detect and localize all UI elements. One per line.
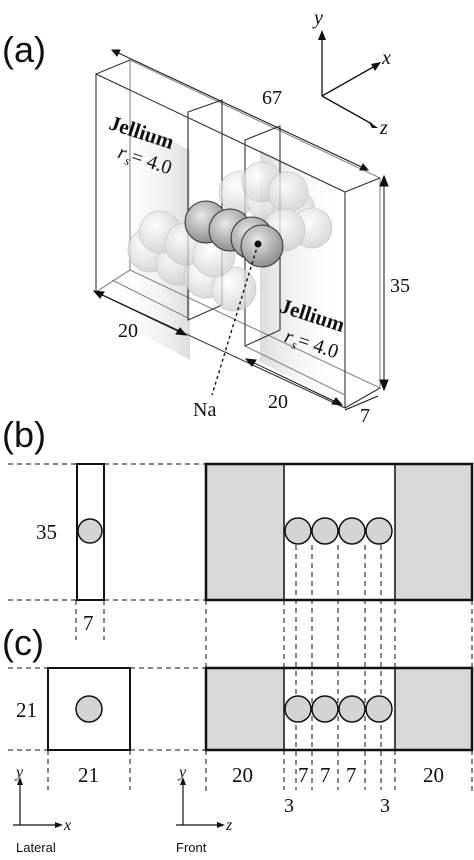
axes-triad-a [318, 30, 381, 128]
panel-a-label: (a) [2, 29, 46, 70]
panel-c-label: (c) [2, 622, 44, 663]
segment-label-1: 7 [298, 763, 309, 787]
axes-lateral [13, 777, 63, 828]
width-21-label: 21 [78, 763, 99, 787]
axis-x-label: x [381, 47, 391, 69]
na-leader-line [211, 243, 259, 396]
height-21-label: 21 [16, 698, 37, 722]
front-atoms-c [284, 695, 393, 723]
dim-20-right [244, 358, 344, 406]
front-caption: Front [176, 840, 207, 855]
lateral-atom-b [77, 518, 103, 544]
panel-b-guides [8, 463, 206, 640]
panel-b-label: (b) [2, 414, 46, 455]
gap-label-right: 3 [380, 795, 390, 817]
segment-label-3: 7 [346, 763, 357, 787]
front-box-b [204, 462, 474, 602]
axis-y-label: y [312, 7, 323, 29]
axes-front [176, 777, 225, 828]
dim-35-label: 35 [390, 275, 410, 297]
width-7-label: 7 [83, 611, 94, 635]
dim-7-depth [344, 395, 379, 411]
jellium-left-b [206, 464, 284, 600]
panel-c-guides [8, 667, 473, 795]
jellium-right-rs-sub: s [290, 337, 299, 352]
front-box-c [204, 666, 474, 752]
lateral-atom-c [75, 695, 103, 723]
na-label: Na [193, 399, 216, 421]
lateral-axis-x: x [63, 817, 71, 834]
segment-label-2: 7 [320, 763, 331, 787]
dim-20-left-label: 20 [118, 320, 138, 342]
front-axis-y: y [177, 764, 187, 781]
dim-67 [110, 49, 370, 171]
lateral-caption: Lateral [16, 840, 56, 855]
dim-35 [379, 174, 389, 392]
front-atoms-b [284, 517, 393, 545]
na-chain [184, 200, 284, 268]
dim-20-left [92, 290, 188, 336]
background-spheres [127, 161, 333, 312]
jellium-right-b [395, 464, 472, 600]
jellium-left-c [206, 668, 284, 750]
jellium-left-rs-sub: s [123, 153, 132, 168]
height-35-label: 35 [36, 520, 57, 544]
segment-label-4: 20 [423, 763, 444, 787]
dim-20-right-label: 20 [268, 391, 288, 413]
dim-7-label: 7 [360, 405, 370, 427]
gap-label-left: 3 [284, 795, 294, 817]
front-axis-z: z [225, 817, 233, 834]
dim-67-label: 67 [262, 87, 282, 109]
segment-label-0: 20 [232, 763, 253, 787]
lateral-axis-y: y [14, 764, 24, 781]
jellium-right-c [395, 668, 472, 750]
axis-z-label: z [379, 117, 388, 139]
